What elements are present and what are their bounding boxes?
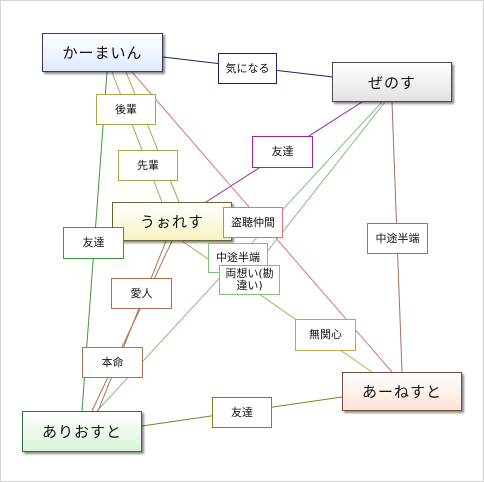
node-uorenasu[interactable]: うぉれす [112,202,232,241]
edge-label-ryoomoi[interactable]: 両想い(勘 違い) [219,265,280,295]
edge-label-zenosu-uorenasu[interactable]: 友達 [252,136,313,168]
edge-uorenasu-ariosuto-honmei [97,240,167,412]
edge-label-honmei[interactable]: 本命 [82,347,143,378]
edge-kaamain-uorenasu-kouhai [111,71,163,203]
edge-kaamain-uorenasu-senpai [125,71,180,203]
edge-label-senpai[interactable]: 先輩 [118,150,178,181]
edge-label-kaamain-ariosuto[interactable]: 友達 [63,227,124,259]
edge-zenosu-ariosuto-ryoomoi [251,101,386,272]
edge-label-zenosu-aanesuto[interactable]: 中途半端 [367,223,428,254]
node-kaamain[interactable]: かーまいん [42,33,163,72]
node-ariosuto[interactable]: ありおすと [22,411,142,452]
node-zenosu[interactable]: ぜのす [332,62,452,102]
edge-label-aijin[interactable]: 愛人 [111,278,172,309]
edge-label-kaamain-zenosu[interactable]: 気になる [218,53,277,84]
edge-label-mukanshin[interactable]: 無関心 [295,319,356,351]
edge-label-kouhai[interactable]: 後輩 [96,94,156,125]
edge-label-toucho-nakama[interactable]: 盗聴仲間 [223,207,283,238]
node-aanesuto[interactable]: あーねすと [342,372,462,411]
edge-label-ariosuto-aanesuto[interactable]: 友達 [212,397,272,428]
